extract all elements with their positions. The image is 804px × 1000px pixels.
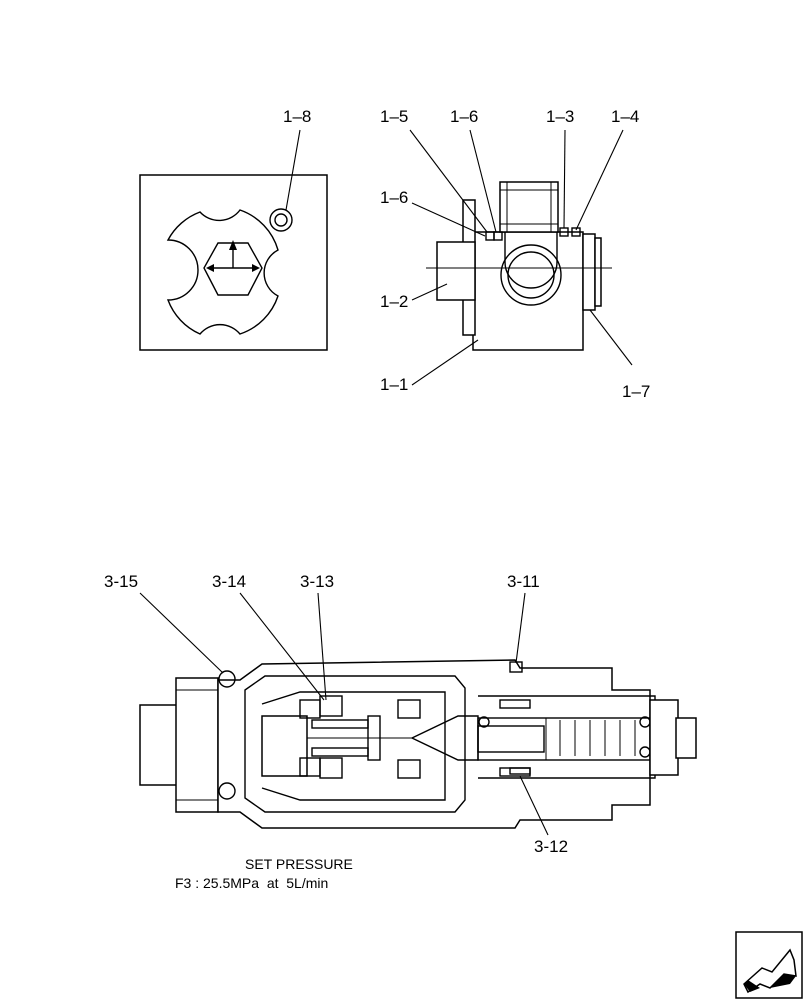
next-page-arrow-icon[interactable]	[735, 931, 803, 999]
set-pressure-heading: SET PRESSURE	[245, 856, 353, 872]
label-3-13: 3-13	[300, 572, 334, 591]
label-3-11: 3-11	[507, 572, 540, 591]
top-view-labels: 1–8 1–5 1–6 1–3 1–4 1–6 1–2 1–1 1–7	[283, 107, 650, 401]
label-1-5: 1–5	[380, 107, 408, 126]
label-1-3: 1–3	[546, 107, 574, 126]
set-pressure-value: F3 : 25.5MPa at 5L/min	[175, 875, 328, 891]
label-3-14: 3-14	[212, 572, 246, 591]
label-1-6-top: 1–6	[450, 107, 478, 126]
label-3-12: 3-12	[534, 837, 568, 856]
label-1-7: 1–7	[622, 382, 650, 401]
front-view	[139, 129, 328, 351]
section-view	[139, 592, 697, 836]
label-1-6-side: 1–6	[380, 188, 408, 207]
label-1-1: 1–1	[380, 375, 408, 394]
label-1-4: 1–4	[611, 107, 639, 126]
label-1-2: 1–2	[380, 292, 408, 311]
label-1-8: 1–8	[283, 107, 311, 126]
label-3-15: 3-15	[104, 572, 138, 591]
set-pressure-note: SET PRESSURE F3 : 25.5MPa at 5L/min	[175, 856, 353, 891]
side-view	[409, 129, 633, 386]
section-labels: 3-15 3-14 3-13 3-11 3-12	[104, 572, 568, 856]
